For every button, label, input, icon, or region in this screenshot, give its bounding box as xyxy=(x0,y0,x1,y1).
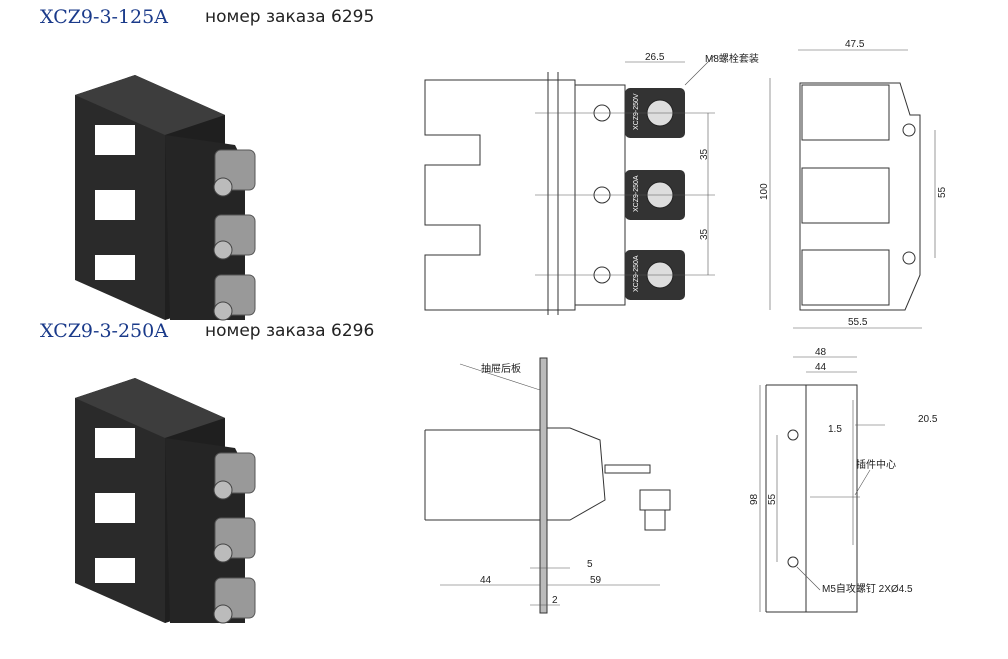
dim-26-5: 26.5 xyxy=(645,52,665,63)
panel-note: 抽屉后板 xyxy=(481,362,521,375)
product-image-250a xyxy=(74,377,256,624)
order-number-125a: номер заказа 6295 xyxy=(205,7,374,27)
center-note: 插件中心 xyxy=(856,458,896,471)
rear-view-drawing: 47.5 100 55 55.5 xyxy=(759,39,948,329)
dim-pitch-1: 35 xyxy=(699,148,710,160)
dim-100: 100 xyxy=(759,183,770,200)
dim-20-5: 20.5 xyxy=(918,414,938,425)
dim-48: 48 xyxy=(815,347,827,358)
dim-55: 55 xyxy=(767,493,778,505)
order-label: номер заказа xyxy=(205,7,326,27)
cutout-view-drawing: 48 44 20.5 1.5 插件中心 98 55 M5自攻螺钉 2XØ4.5 xyxy=(749,347,938,613)
dim-1-5: 1.5 xyxy=(828,424,842,435)
dim-2: 2 xyxy=(552,595,558,606)
order-number-250a: номер заказа 6296 xyxy=(205,321,374,341)
dim-98: 98 xyxy=(749,493,760,505)
terminal-label: XCZ9-250A xyxy=(633,175,640,212)
terminal-label: XCZ9-250A xyxy=(633,255,640,292)
order-number: 6296 xyxy=(331,321,375,341)
terminal-label: XCZ9-250V xyxy=(633,93,640,130)
order-label: номер заказа xyxy=(205,321,326,341)
dim-44: 44 xyxy=(815,362,827,373)
dim-47-5: 47.5 xyxy=(845,39,865,50)
dim-5: 5 xyxy=(587,559,593,570)
dim-44: 44 xyxy=(480,575,492,586)
screw-note: M5自攻螺钉 2XØ4.5 xyxy=(822,582,913,595)
dim-pitch-2: 35 xyxy=(699,228,710,240)
side-view-drawing: 抽屉后板 44 59 5 2 xyxy=(424,357,671,614)
dim-59: 59 xyxy=(590,575,602,586)
dim-55-5: 55.5 xyxy=(848,317,868,328)
product-model-125a: XCZ9-3-125A xyxy=(40,6,168,28)
product-image-125a xyxy=(74,74,256,321)
dim-55: 55 xyxy=(937,186,948,198)
front-view-drawing: 26.5 M8螺栓套装 35 35 XCZ9-250V XCZ9-250A XC… xyxy=(424,52,759,315)
order-number: 6295 xyxy=(331,7,375,27)
product-model-250a: XCZ9-3-250A xyxy=(40,320,168,342)
bolt-note: M8螺栓套装 xyxy=(705,52,759,65)
